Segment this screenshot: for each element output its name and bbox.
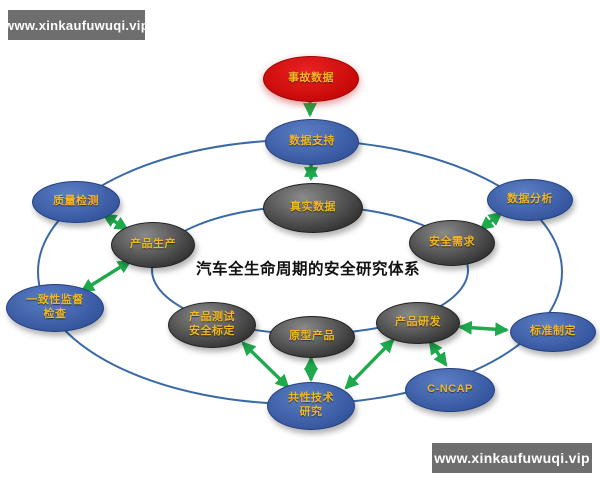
node-product-production: 产品生产 xyxy=(111,222,195,268)
node-label: 产品测试 安全标定 xyxy=(189,311,235,337)
watermark-top-left: www.xinkaufuwuqi.vip xyxy=(4,10,149,40)
arrow-analysis-requirements xyxy=(479,211,503,231)
node-cncap: C-NCAP xyxy=(405,368,495,412)
arrow-production-consistency xyxy=(80,259,132,293)
node-data-support: 数据支持 xyxy=(265,119,359,165)
diagram-title: 汽车全生命周期的安全研究体系 xyxy=(195,261,420,278)
node-label: 数据分析 xyxy=(507,193,553,206)
arrow-rd-cncap xyxy=(428,340,448,367)
node-quality-inspection: 质量检测 xyxy=(32,181,120,223)
node-label: 事故数据 xyxy=(288,72,334,85)
node-real-data: 真实数据 xyxy=(263,183,363,233)
node-standard-setting: 标准制定 xyxy=(510,312,596,352)
arrow-rd-standard xyxy=(457,320,510,337)
node-label: 标准制定 xyxy=(530,325,576,338)
node-common-technology: 共性技术 研究 xyxy=(267,382,355,430)
watermark-bottom-right: www.xinkaufuwuqi.vip xyxy=(432,443,592,473)
arrow-quality-production xyxy=(102,213,129,231)
node-label: 安全需求 xyxy=(429,236,475,249)
node-label: 共性技术 研究 xyxy=(288,392,334,418)
node-label: 数据支持 xyxy=(289,135,335,148)
node-label: 原型产品 xyxy=(289,330,335,343)
node-label: C-NCAP xyxy=(427,383,473,396)
node-label: 一致性监督 检查 xyxy=(26,294,84,320)
node-prototype-product: 原型产品 xyxy=(269,316,355,358)
node-consistency-supervision: 一致性监督 检查 xyxy=(6,284,104,332)
node-product-rd: 产品研发 xyxy=(376,302,460,344)
node-accident-data: 事故数据 xyxy=(263,56,359,102)
node-data-analysis: 数据分析 xyxy=(487,179,573,221)
node-label: 产品生产 xyxy=(130,238,176,251)
node-label: 质量检测 xyxy=(53,195,99,208)
arrow-rd-commontech xyxy=(344,338,395,390)
arrow-testing-commontech xyxy=(241,341,290,389)
node-label: 产品研发 xyxy=(395,316,441,329)
node-product-testing: 产品测试 安全标定 xyxy=(168,302,256,348)
node-label: 真实数据 xyxy=(290,201,336,214)
